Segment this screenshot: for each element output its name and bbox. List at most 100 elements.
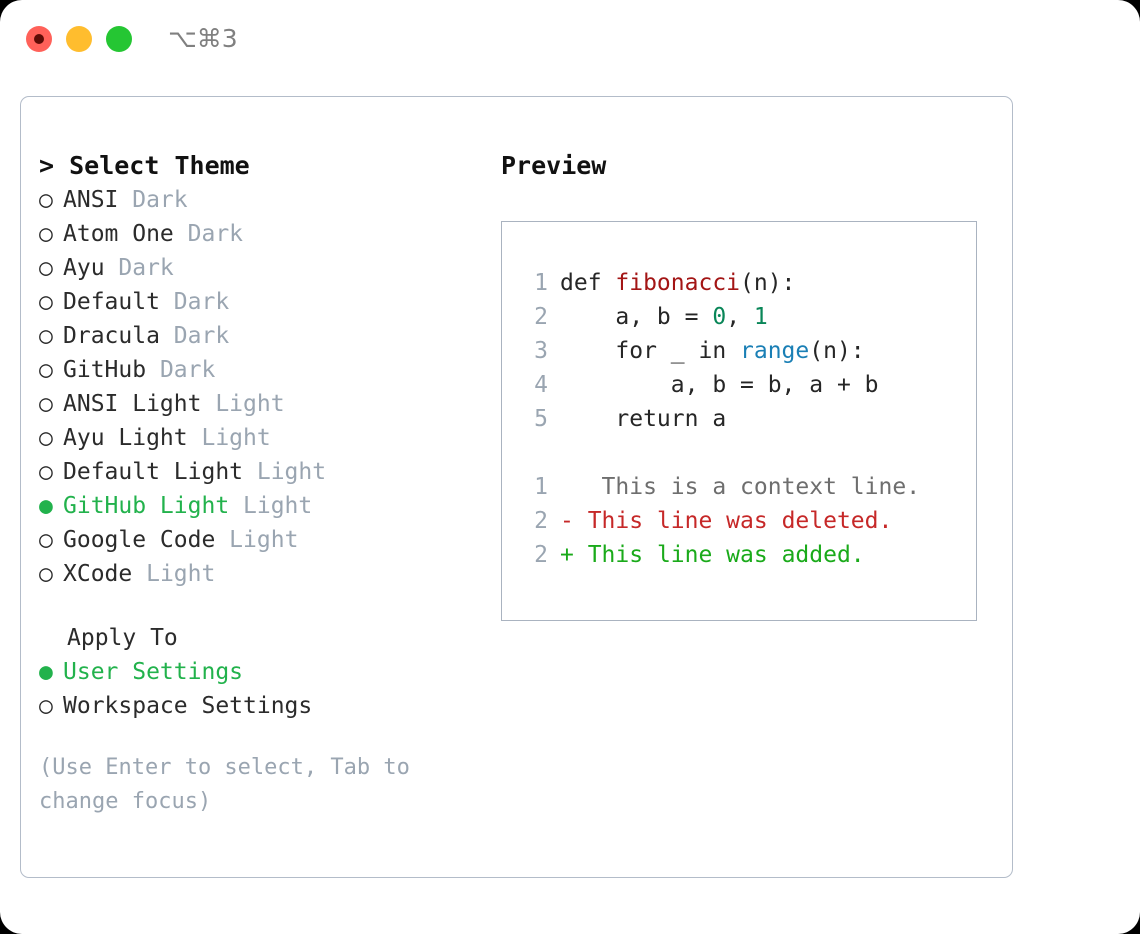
- diff-line-number: 2: [534, 508, 548, 534]
- preview-title: Preview: [501, 151, 607, 180]
- radio-unselected-icon: ○: [39, 391, 53, 417]
- theme-item-tag: Dark: [173, 221, 244, 247]
- theme-item-label: Default Light: [63, 459, 244, 485]
- code-token: fibonacci: [615, 270, 741, 296]
- diff-line-del: 2- This line was deleted.: [502, 504, 976, 538]
- theme-item-label: Default: [63, 289, 160, 315]
- apply-to-item-workspace-settings[interactable]: ○Workspace Settings: [39, 689, 479, 723]
- diff-sign: -: [560, 508, 574, 534]
- theme-item-label: Atom One: [63, 221, 174, 247]
- radio-unselected-icon: ○: [39, 357, 53, 383]
- theme-item-label: XCode: [63, 561, 133, 587]
- theme-item-tag: Light: [243, 459, 327, 485]
- theme-item-tag: Dark: [159, 323, 230, 349]
- apply-to-list[interactable]: ● User Settings ○Workspace Settings: [39, 655, 479, 723]
- theme-item-atom-one[interactable]: ○ Atom One Dark: [39, 217, 479, 251]
- diff-sample: 1 This is a context line.2- This line wa…: [502, 470, 976, 572]
- code-token: (n):: [740, 270, 796, 296]
- code-line-number: 2: [534, 304, 548, 330]
- apply-to-item-user-settings[interactable]: ● User Settings: [39, 655, 479, 689]
- code-diff-spacer: [502, 436, 976, 470]
- code-line-number: 1: [534, 270, 548, 296]
- theme-item-label: GitHub: [63, 357, 147, 383]
- theme-item-tag: Dark: [118, 187, 188, 213]
- theme-item-ayu-light[interactable]: ○ Ayu Light Light: [39, 421, 479, 455]
- diff-text: This line was added.: [573, 542, 865, 568]
- close-button-icon[interactable]: [26, 26, 52, 52]
- code-token: range: [740, 338, 810, 364]
- apply-to-section: Apply To ● User Settings ○Workspace Settin…: [39, 621, 479, 723]
- code-line-number: 3: [534, 338, 548, 364]
- theme-item-label: Ayu: [63, 255, 105, 281]
- theme-item-ansi[interactable]: ○ ANSI Dark: [39, 183, 479, 217]
- theme-list[interactable]: ○ANSI Dark○Atom One Dark○Ayu Dark○Defaul…: [39, 183, 479, 591]
- code-token: def: [560, 270, 616, 296]
- radio-selected-icon: ●: [39, 493, 53, 519]
- title-bar: ⌥⌘3: [0, 0, 1140, 78]
- code-token: return a: [560, 406, 727, 432]
- theme-item-github[interactable]: ○ GitHub Dark: [39, 353, 479, 387]
- theme-item-label: ANSI: [63, 187, 119, 213]
- radio-unselected-icon: ○: [39, 221, 53, 247]
- keyboard-hint-text: (Use Enter to select, Tab to change focu…: [39, 755, 410, 814]
- radio-unselected-icon: ○: [39, 527, 53, 553]
- theme-item-default[interactable]: ○Default Dark: [39, 285, 479, 319]
- theme-item-label: Ayu Light: [63, 425, 188, 451]
- code-token: a, b =: [560, 304, 713, 330]
- code-line: 5 return a: [502, 402, 976, 436]
- theme-item-tag: Light: [187, 425, 271, 451]
- radio-unselected-icon: ○: [39, 459, 53, 485]
- theme-item-label: ANSI Light: [63, 391, 202, 417]
- code-token: 0: [712, 304, 727, 330]
- keyboard-shortcut-label: ⌥⌘3: [168, 24, 238, 53]
- theme-item-tag: Dark: [104, 255, 174, 281]
- radio-unselected-icon: ○: [39, 561, 53, 587]
- radio-unselected-icon: ○: [39, 425, 53, 451]
- diff-line-add: 2 + This line was added.: [502, 538, 976, 572]
- radio-unselected-icon: ○: [39, 323, 53, 349]
- code-line: 1 def fibonacci(n):: [502, 266, 976, 300]
- code-token: a, b = b, a + b: [560, 372, 879, 398]
- theme-item-label: GitHub Light: [63, 493, 230, 519]
- theme-item-google-code[interactable]: ○Google Code Light: [39, 523, 479, 557]
- diff-text: This is a context line.: [573, 474, 921, 500]
- zoom-button-icon[interactable]: [106, 26, 132, 52]
- content-panel: > Select Theme ○ANSI Dark○Atom One Dark○…: [20, 96, 1013, 878]
- theme-item-github-light[interactable]: ●GitHub Light Light: [39, 489, 479, 523]
- theme-item-xcode[interactable]: ○ XCode Light: [39, 557, 479, 591]
- diff-sign: +: [560, 542, 574, 568]
- diff-line-number: 1: [534, 474, 548, 500]
- code-line: 3 for _ in range(n):: [502, 334, 976, 368]
- theme-item-tag: Light: [201, 391, 285, 417]
- radio-unselected-icon: ○: [39, 693, 53, 719]
- theme-item-tag: Light: [215, 527, 299, 553]
- diff-line-number: 2: [534, 542, 548, 568]
- theme-picker-column: > Select Theme ○ANSI Dark○Atom One Dark○…: [39, 149, 479, 819]
- radio-unselected-icon: ○: [39, 187, 53, 213]
- code-line: 2 a, b = 0, 1: [502, 300, 976, 334]
- theme-item-default-light[interactable]: ○ Default Light Light: [39, 455, 479, 489]
- code-token: 1: [753, 304, 768, 330]
- minimize-button-icon[interactable]: [66, 26, 92, 52]
- code-token: for _ in: [560, 338, 741, 364]
- diff-sign: [560, 474, 574, 500]
- radio-unselected-icon: ○: [39, 255, 53, 281]
- code-line-number: 4: [534, 372, 548, 398]
- code-token: ,: [726, 304, 754, 330]
- theme-item-ayu[interactable]: ○ Ayu Dark: [39, 251, 479, 285]
- code-line-number: 5: [534, 406, 548, 432]
- theme-item-label: Dracula: [63, 323, 160, 349]
- diff-line-ctx: 1 This is a context line.: [502, 470, 976, 504]
- theme-item-tag: Dark: [146, 357, 216, 383]
- theme-item-ansi-light[interactable]: ○ ANSI Light Light: [39, 387, 479, 421]
- theme-item-tag: Light: [132, 561, 216, 587]
- theme-item-dracula[interactable]: ○ Dracula Dark: [39, 319, 479, 353]
- apply-to-item-label: User Settings: [63, 659, 244, 685]
- apply-to-header: Apply To: [67, 625, 178, 651]
- radio-selected-icon: ●: [39, 659, 53, 685]
- theme-item-tag: Dark: [159, 289, 230, 315]
